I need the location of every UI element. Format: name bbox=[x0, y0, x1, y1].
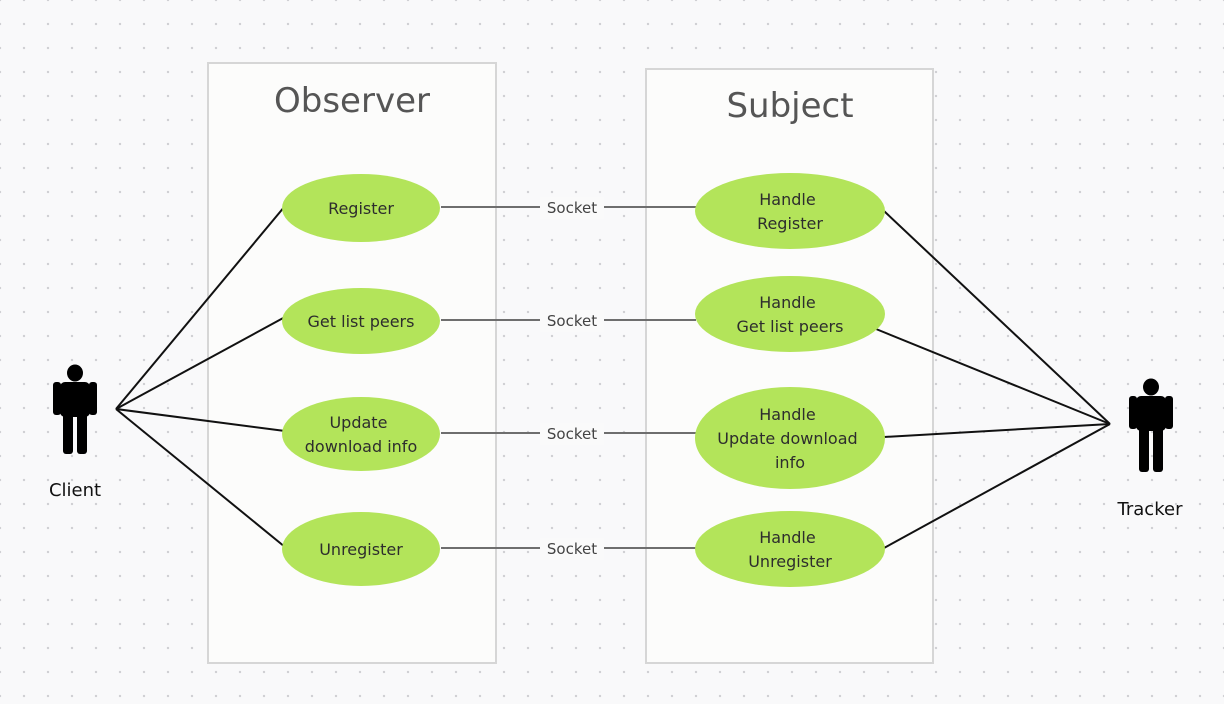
observer-usecases: Register Get list peers Update download … bbox=[282, 174, 440, 586]
usecase-unregister-line: Unregister bbox=[319, 540, 403, 559]
socket-label: Socket bbox=[547, 312, 597, 330]
usecase-handle-unregister-line-2: Unregister bbox=[748, 552, 832, 571]
svg-text:Register: Register bbox=[328, 199, 394, 218]
socket-connection-get-list-peers: Socket bbox=[441, 310, 696, 332]
association-client-unregister bbox=[115, 408, 286, 548]
svg-text:Unregister: Unregister bbox=[319, 540, 403, 559]
svg-text:Handle Unregister: Handle Unregister bbox=[748, 528, 832, 571]
usecase-handle-update-download-info-line-2: Update download bbox=[717, 429, 857, 448]
usecase-handle-register-line-1: Handle bbox=[759, 190, 815, 209]
association-client-register bbox=[115, 205, 286, 410]
usecase-handle-register[interactable]: Handle Register bbox=[695, 173, 885, 249]
tracker-associations bbox=[875, 210, 1111, 549]
association-client-update-download-info bbox=[115, 408, 286, 432]
usecase-update-download-info[interactable]: Update download info bbox=[282, 397, 440, 471]
association-tracker-handle-get-list-peers bbox=[875, 328, 1111, 425]
svg-text:Get list peers: Get list peers bbox=[308, 312, 415, 331]
svg-text:Handle Update download: Handle Update download info bbox=[717, 405, 863, 472]
usecase-handle-update-download-info[interactable]: Handle Update download info bbox=[695, 387, 885, 489]
subject-usecases: Handle Register Handle Get list peers Ha… bbox=[695, 173, 885, 587]
person-icon bbox=[53, 364, 97, 454]
svg-text:Handle Register: Handle Register bbox=[757, 190, 823, 233]
svg-text:Handle Get list peers: Handle Get list peers bbox=[737, 293, 844, 336]
usecase-unregister[interactable]: Unregister bbox=[282, 512, 440, 586]
association-tracker-handle-register bbox=[883, 210, 1111, 425]
socket-label: Socket bbox=[547, 199, 597, 217]
actor-tracker-label: Tracker bbox=[1117, 499, 1184, 520]
actor-tracker[interactable]: Tracker bbox=[1117, 378, 1184, 521]
usecase-handle-unregister[interactable]: Handle Unregister bbox=[695, 511, 885, 587]
usecase-handle-get-list-peers-line-1: Handle bbox=[759, 293, 815, 312]
usecase-handle-register-line-2: Register bbox=[757, 214, 823, 233]
usecase-get-list-peers-line: Get list peers bbox=[308, 312, 415, 331]
socket-label: Socket bbox=[547, 540, 597, 558]
usecase-handle-get-list-peers[interactable]: Handle Get list peers bbox=[695, 276, 885, 352]
person-icon bbox=[1129, 378, 1173, 472]
association-client-get-list-peers bbox=[115, 316, 286, 410]
subject-frame-title: Subject bbox=[726, 86, 853, 126]
usecase-update-download-info-line-1: Update bbox=[329, 413, 387, 432]
usecase-register[interactable]: Register bbox=[282, 174, 440, 242]
svg-text:Update download info: Update download info bbox=[305, 413, 417, 456]
socket-connections: Socket Socket Socket Socket bbox=[441, 197, 696, 560]
socket-connection-register: Socket bbox=[441, 197, 696, 219]
association-tracker-handle-update-download-info bbox=[883, 423, 1111, 438]
observer-frame-title: Observer bbox=[274, 81, 430, 121]
client-associations bbox=[115, 205, 286, 548]
usecase-handle-update-download-info-line-1: Handle bbox=[759, 405, 815, 424]
usecase-register-line: Register bbox=[328, 199, 394, 218]
association-tracker-handle-unregister bbox=[883, 423, 1111, 549]
usecase-get-list-peers[interactable]: Get list peers bbox=[282, 288, 440, 354]
socket-connection-unregister: Socket bbox=[441, 538, 696, 560]
usecase-handle-get-list-peers-line-2: Get list peers bbox=[737, 317, 844, 336]
actor-client-label: Client bbox=[49, 480, 101, 501]
usecase-handle-update-download-info-line-3: info bbox=[775, 453, 805, 472]
actor-client[interactable]: Client bbox=[49, 364, 101, 502]
usecase-handle-unregister-line-1: Handle bbox=[759, 528, 815, 547]
usecase-update-download-info-line-2: download info bbox=[305, 437, 417, 456]
socket-connection-update-download-info: Socket bbox=[441, 423, 696, 445]
socket-label: Socket bbox=[547, 425, 597, 443]
